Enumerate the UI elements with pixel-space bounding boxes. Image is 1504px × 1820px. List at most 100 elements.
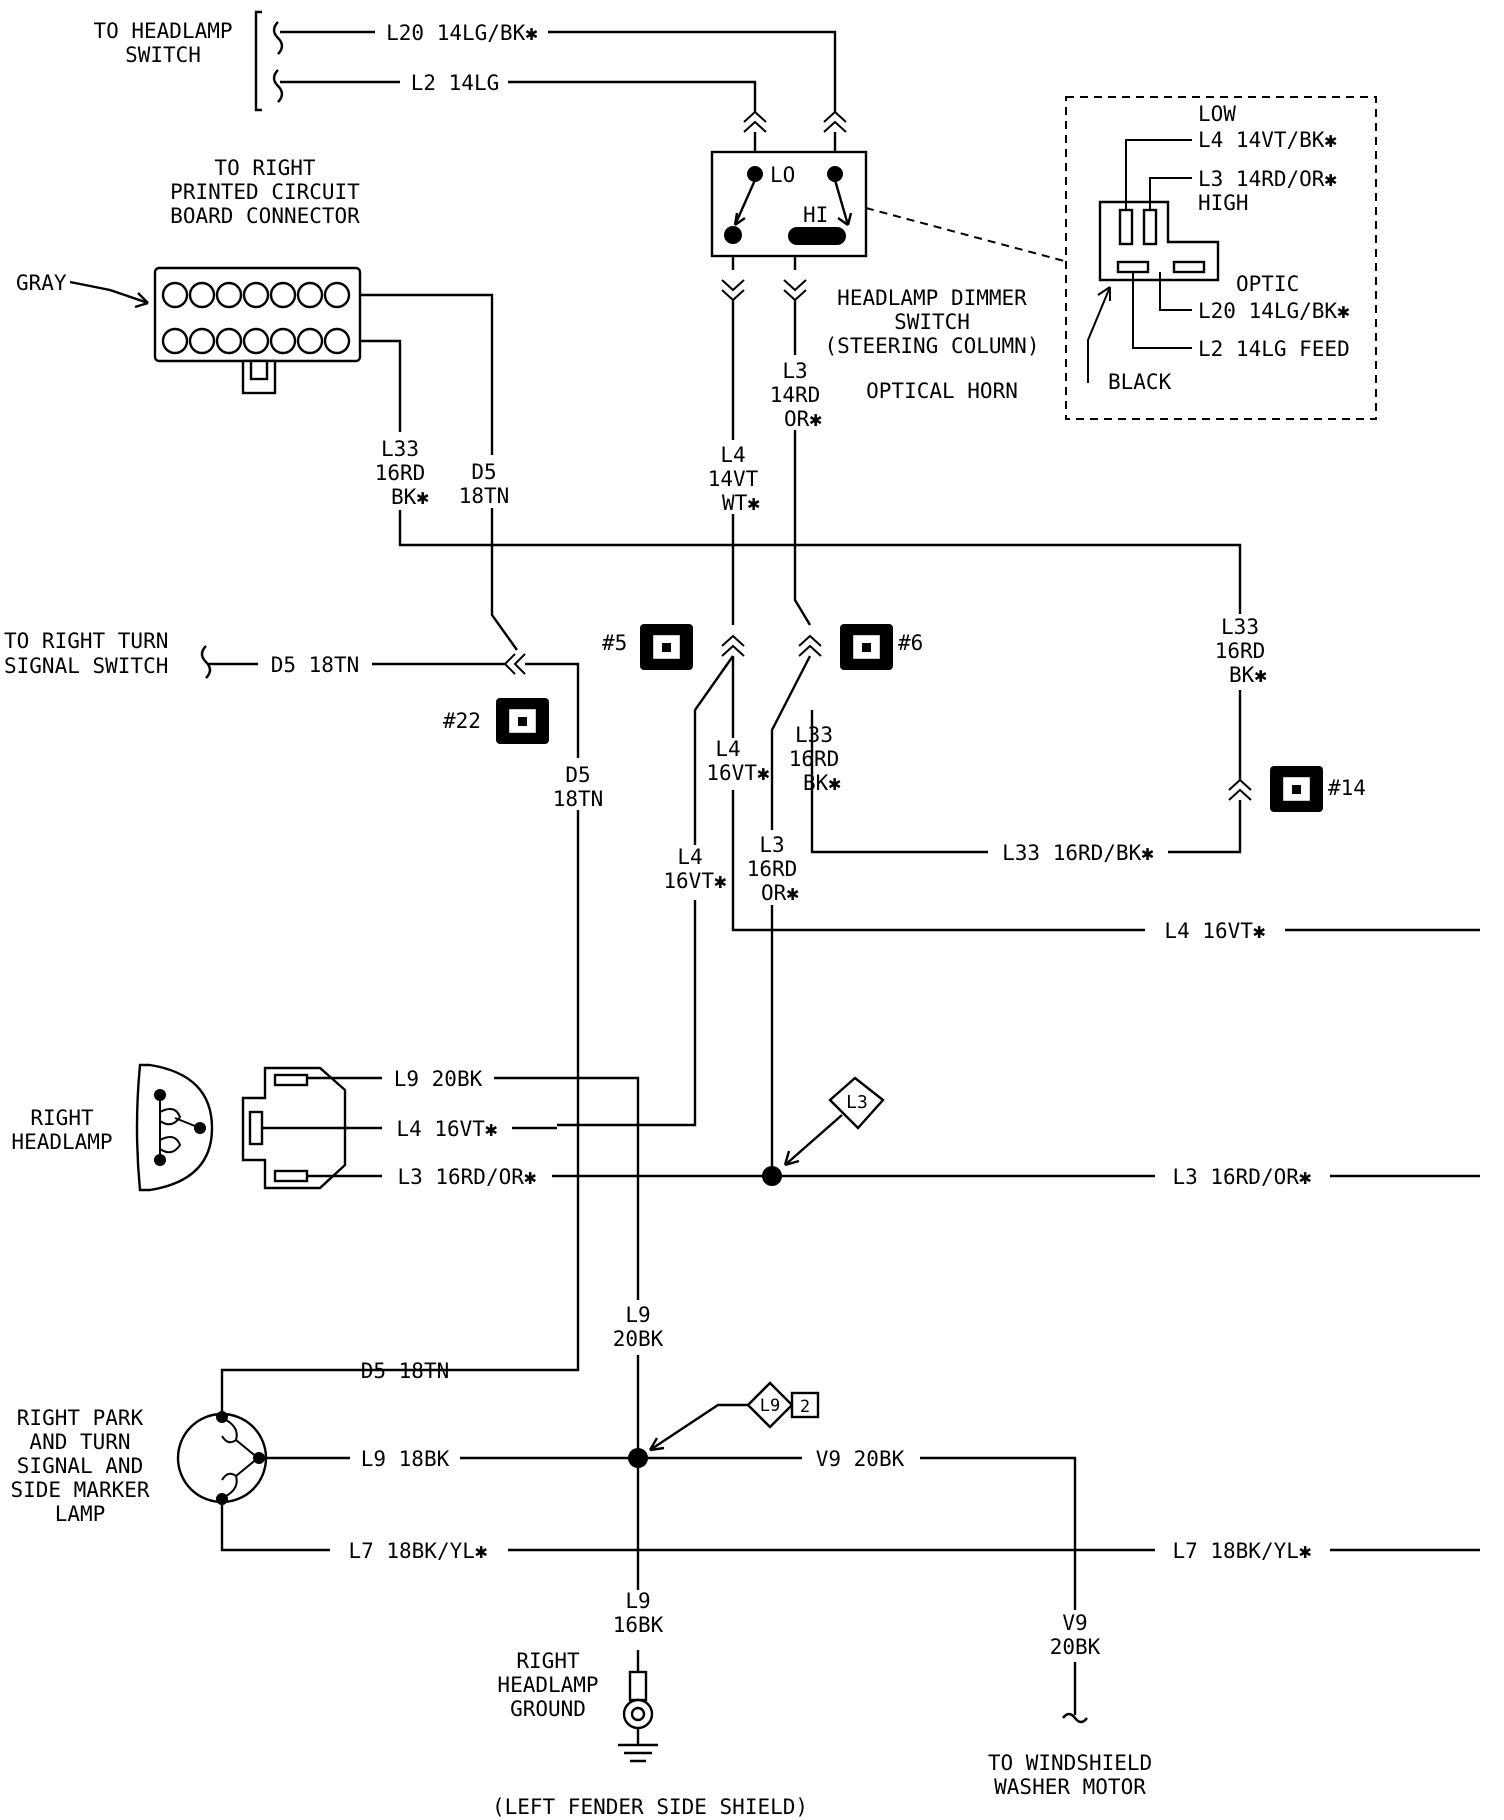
headlamp-title-2: HEADLAMP <box>11 1130 112 1154</box>
optic-inset: LOW L4 14VT/BK✱ L3 14RD/OR✱ HIGH OPTIC L… <box>1065 96 1377 420</box>
dimmer-hi-bar <box>788 227 846 245</box>
l4-16vt-b-2: 16VT✱ <box>663 869 727 893</box>
pcb-title-1: TO RIGHT <box>214 156 316 180</box>
l3-16rd-1: L3 <box>759 833 784 857</box>
l33-mid-2: 16RD <box>789 747 840 771</box>
headlamp-terminal <box>154 1154 166 1166</box>
d5-mid-2: 18TN <box>553 787 604 811</box>
dimmer-inset-link <box>865 207 1069 263</box>
connector-chevron-icon <box>783 279 807 302</box>
d5-top-1: D5 <box>471 460 496 484</box>
l4-16vt-b-1: L4 <box>677 845 702 869</box>
splice-l3-tag: L3 <box>828 1076 885 1130</box>
splice-l9-number: 2 <box>800 1397 810 1417</box>
pcb-title-2: PRINTED CIRCUIT <box>170 180 360 204</box>
v9-vert-2: 20BK <box>1050 1635 1101 1659</box>
inset-terminal <box>1172 260 1206 274</box>
ground-title-2: HEADLAMP <box>497 1673 598 1697</box>
l33-right-2: 16RD <box>1215 639 1266 663</box>
inset-black-pointer <box>1087 286 1111 383</box>
connector-chevron-icon <box>823 110 847 133</box>
dimmer-title-3: (STEERING COLUMN) <box>825 334 1040 358</box>
label-mask <box>1040 1610 1110 1660</box>
turn-signal-wire-label: D5 18TN <box>271 653 360 677</box>
connector-14-label: #14 <box>1328 776 1366 800</box>
park-lamp-title-4: SIDE MARKER <box>10 1478 149 1502</box>
inset-black: BLACK <box>1108 370 1172 394</box>
gray-label: GRAY <box>16 271 67 295</box>
inset-lead-l3 <box>1149 177 1192 210</box>
connector-14: #14 <box>1270 766 1366 812</box>
v9-label: V9 20BK <box>816 1447 905 1471</box>
splice-l9-pointer <box>648 1403 748 1452</box>
pcb-latch-inner <box>249 359 269 381</box>
l3-16rd-2: 16RD <box>747 857 798 881</box>
headlamp-dimmer-switch: LO HI <box>710 150 868 258</box>
l33-left-1: L33 <box>381 437 419 461</box>
park-lamp-terminal <box>216 1411 228 1423</box>
dimmer-hi-arrow-icon <box>833 179 853 226</box>
l7-right-label: L7 18BK/YL✱ <box>1172 1539 1311 1563</box>
inset-terminal <box>1142 208 1158 246</box>
park-lamp-title-5: LAMP <box>55 1502 106 1526</box>
park-lamp-title-1: RIGHT PARK <box>17 1406 144 1430</box>
splice-l3-pointer <box>783 1114 843 1167</box>
l33-right-1: L33 <box>1221 615 1259 639</box>
wire-l4-headlamp <box>557 655 734 1127</box>
l4-right-label: L4 16VT✱ <box>1164 919 1266 943</box>
v9-vert-1: V9 <box>1062 1611 1087 1635</box>
connector-6-label: #6 <box>898 631 923 655</box>
park-lamp-terminal <box>216 1493 228 1505</box>
l3-14rd-1: L3 <box>782 359 807 383</box>
ground-location: (LEFT FENDER SIDE SHIELD) <box>492 1795 808 1819</box>
wire-l2 <box>280 80 757 112</box>
dimmer-hi-label: HI <box>803 203 828 227</box>
pcb-title-3: BOARD CONNECTOR <box>170 204 360 228</box>
right-headlamp-ground: RIGHT HEADLAMP GROUND (LEFT FENDER SIDE … <box>492 1649 808 1819</box>
connector-22-label: #22 <box>443 709 481 733</box>
wire-l33-from-pcb <box>360 339 1242 614</box>
ground-title-3: GROUND <box>510 1697 586 1721</box>
turn-signal-title-2: SIGNAL SWITCH <box>4 654 168 678</box>
inset-l4: L4 14VT/BK✱ <box>1198 128 1337 152</box>
connector-22: #22 <box>443 698 549 744</box>
connector-chevron-icon <box>721 279 745 302</box>
right-park-turn-lamp: RIGHT PARK AND TURN SIGNAL AND SIDE MARK… <box>10 1406 268 1526</box>
park-lamp-terminal <box>253 1452 265 1464</box>
connector-chevron-icon <box>721 634 745 657</box>
l4-16vt-a-1: L4 <box>715 737 740 761</box>
wire-l3-branch <box>770 655 812 1175</box>
wire-d5-from-pcb <box>360 293 518 651</box>
ground-eyelet-inner <box>630 1706 646 1722</box>
wire-l9-18bk <box>265 1456 1077 1615</box>
l4-14vt-2: 14VT <box>708 467 759 491</box>
l33-left-3: BK✱ <box>391 485 429 509</box>
inset-lead-l2 <box>1132 272 1192 349</box>
terminal-l2-icon <box>272 69 284 103</box>
l9-18bk-label: L9 18BK <box>361 1447 450 1471</box>
connector-6: #6 <box>840 624 923 670</box>
optical-horn-label: OPTICAL HORN <box>866 379 1018 403</box>
dimmer-title-2: SWITCH <box>894 310 970 334</box>
dimmer-contact-arrow-icon <box>733 179 757 226</box>
l9-16bk-1: L9 <box>625 1589 650 1613</box>
wire-l2-label: L2 14LG <box>411 71 500 95</box>
d5-mid-1: D5 <box>565 763 590 787</box>
park-lamp-filament-icon <box>221 1417 259 1499</box>
right-headlamp: RIGHT HEADLAMP <box>11 1063 214 1192</box>
inset-l3: L3 14RD/OR✱ <box>1198 167 1337 191</box>
connector-5-label: #5 <box>602 631 627 655</box>
inset-l20: L20 14LG/BK✱ <box>1198 299 1350 323</box>
headlamp-filament-icon <box>159 1095 201 1160</box>
inset-optic: OPTIC <box>1236 272 1299 296</box>
wire-d5-down <box>220 662 580 1415</box>
headlamp-switch-bracket <box>254 10 262 112</box>
l33-left-2: 16RD <box>375 461 426 485</box>
splice-l3-dot <box>762 1166 782 1186</box>
washer-title-2: WASHER MOTOR <box>994 1775 1146 1799</box>
l33-right-3: BK✱ <box>1229 663 1267 687</box>
splice-l9-label: L9 <box>760 1396 780 1416</box>
l3-14rd-3: OR✱ <box>784 407 822 431</box>
pcb-pins-bottom <box>161 327 351 355</box>
